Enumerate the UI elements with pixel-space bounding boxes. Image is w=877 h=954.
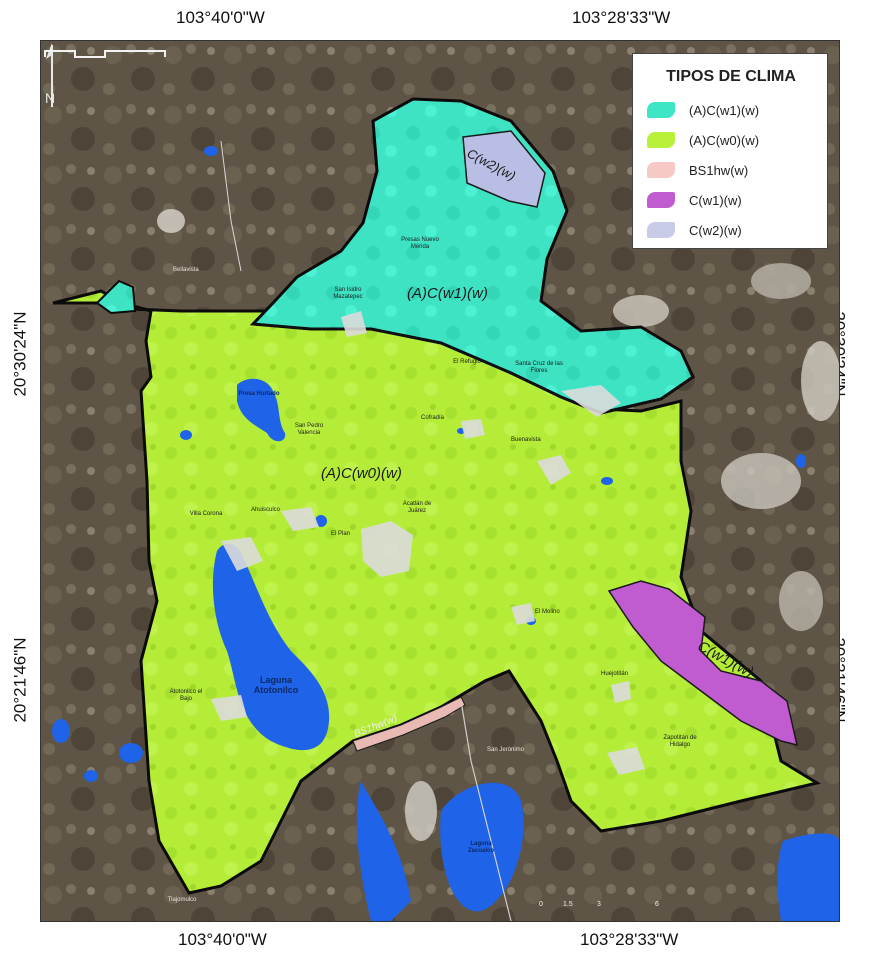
coord-left-lower: 20°21'46"N [10,637,30,723]
place-label: El Molino [535,609,560,615]
place-label: Villa Corona [189,511,223,517]
coord-bottom-right: 103°28'33"W [580,930,679,949]
small-pond-2 [315,515,327,527]
label-laguna-atotonilco: Laguna Atotonilco [253,675,299,695]
place-label: Buenavista [511,437,541,443]
legend-label: C(w1)(w) [689,192,742,208]
coord-top-right: 103°28'33"W [572,8,671,27]
legend-swatch [647,192,675,208]
scale-tick-label: 6 [655,901,659,908]
legend-title: TIPOS DE CLIMA [666,68,796,85]
small-pond-1 [180,430,192,440]
place-label: Cofradía [421,415,445,421]
zone-boundary-line [252,323,694,414]
place-label: Santa Cruz de las Flores [515,361,563,374]
small-pond-3 [601,477,613,485]
legend-label: (A)C(w1)(w) [689,102,760,118]
scale-tick-label: 1.5 [563,901,573,908]
place-label: Tlajomulco [167,897,197,903]
coord-top-left: 103°40'0"W [176,8,265,27]
place-label: Atotonilco el Bajo [169,689,203,702]
outside-water [52,146,839,921]
place-label: El Plan [331,531,351,537]
legend-swatch [647,162,675,178]
place-label: El Refugio [453,359,481,365]
laguna-atotonilco [212,543,330,751]
zone-a-c-w1-w [249,97,695,415]
coord-left-upper: 20°30'24"N [10,311,30,397]
label-zone-north: (A)C(w1)(w) [407,285,488,302]
place-label: Laguna Zacoalco [467,841,494,854]
legend-item: BS1hw(w) [647,160,748,180]
zone-c-w2-w [462,130,546,208]
legend-swatch [647,132,675,148]
coord-bottom-left: 103°40'0"W [178,930,267,949]
legend: TIPOS DE CLIMA (A)C(w1)(w) (A)C(w0)(w) B… [632,53,828,249]
zone-bs1hw-w [352,696,466,752]
place-label: Acatlán de Juárez [402,501,432,514]
legend-label: BS1hw(w) [689,162,749,178]
scale-tick-label: 0 [539,901,543,908]
scale-bar [44,50,166,58]
legend-item: (A)C(w0)(w) [647,130,759,150]
place-label: Zapotitán de Hidalgo [663,735,697,748]
road-line [460,700,512,921]
road-line-north [220,140,242,272]
place-label: San Jerónimo [487,747,525,753]
label-zone-center: (A)C(w0)(w) [321,465,402,482]
presa-hurtado [237,378,286,442]
place-label: Presas Nuevo Mérida [401,237,439,250]
zone-a-c-w1-w-west [95,279,137,315]
place-label: Huejotitán [601,671,629,677]
zone-c-w1-w [607,580,799,747]
legend-swatch [647,222,675,238]
scale-tick-label: 3 [597,901,601,908]
place-label: San Isidro Mazatepec [333,287,363,300]
legend-item: C(w2)(w) [647,220,742,240]
legend-item: C(w1)(w) [647,190,742,210]
legend-swatch [647,102,675,118]
svg-text:N: N [45,90,55,106]
legend-label: C(w2)(w) [689,222,742,238]
place-label: Bellavista [173,267,199,273]
label-presa-hurtado: Presa Hurtado [238,391,280,397]
legend-item: (A)C(w1)(w) [647,100,759,120]
urban-areas [211,311,645,775]
place-label: Ahuisculco [251,507,281,513]
place-label: San Pedro Valencia [294,423,324,436]
legend-label: (A)C(w0)(w) [689,132,760,148]
